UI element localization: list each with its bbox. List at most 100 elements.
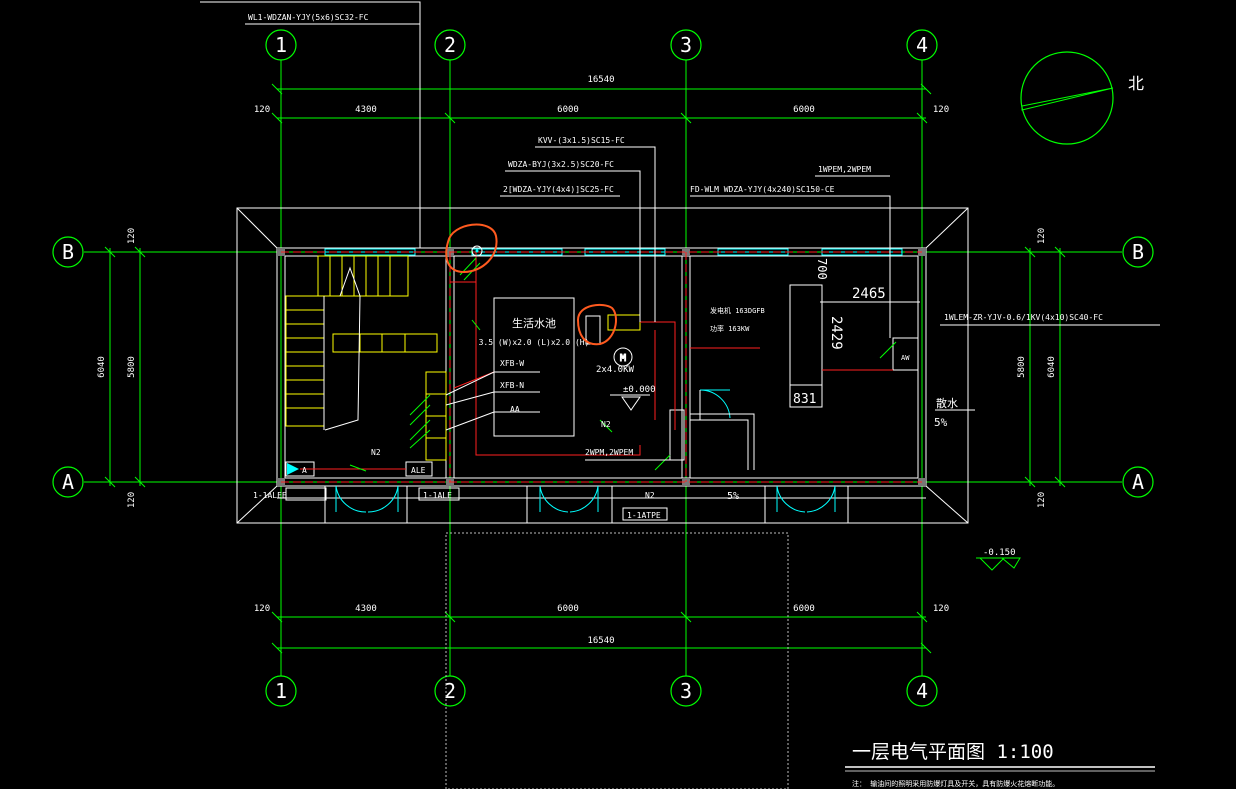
- dim-equip-small: 700: [815, 258, 829, 280]
- markup-circle-2: [576, 303, 617, 346]
- label-box-1atpe: 1-1ATPE: [627, 511, 661, 520]
- doors: [335, 389, 836, 513]
- dimension-lines: [104, 83, 1066, 654]
- drawing-note: 注： 输油间的照明采用防爆灯具及开关，具有防爆火花熔断功能。: [852, 779, 1059, 788]
- dim-left-top-offset: 120: [127, 228, 137, 244]
- label-n2-mid: N2: [601, 420, 611, 429]
- drawing-title: 一层电气平面图 1:100: [852, 741, 1054, 763]
- label-box-1ale: 1-1ALE: [423, 491, 452, 500]
- wall-centerlines: [281, 251, 922, 483]
- label-drain-slope: 5%: [934, 416, 948, 429]
- axis-labels: 1 2 3 4 1 2 3 4 B B A A: [62, 33, 1144, 703]
- valve-column: [425, 371, 447, 461]
- cable-top-feed: WL1-WDZAN-YJY(5x6)SC32-FC: [248, 13, 369, 22]
- pump: M: [585, 314, 650, 411]
- elevation-value: -0.150: [983, 548, 1016, 558]
- cable-wdza-yjy: 2[WDZA-YJY(4x4)]SC25-FC: [503, 185, 614, 194]
- dim-bay-2-top: 6000: [557, 105, 579, 115]
- dim-offset-bottom-right: 120: [933, 604, 949, 614]
- axis-label-b-right: B: [1132, 240, 1144, 264]
- label-gen-model: 发电机 163DGFB: [710, 306, 765, 315]
- axis-label-2-top: 2: [444, 33, 456, 57]
- north-compass: 北: [1020, 51, 1144, 145]
- dim-overall-top: 16540: [587, 75, 614, 85]
- markup-circle-1: [445, 223, 498, 274]
- tank-size: 3.5 (W)x2.0 (L)x2.0 (H): [479, 338, 590, 347]
- dim-equip-width: 2465: [852, 286, 886, 302]
- label-aa: AA: [510, 405, 520, 414]
- label-drain: 散水: [936, 396, 958, 410]
- axis-label-3-bottom: 3: [680, 679, 692, 703]
- cable-labels: WL1-WDZAN-YJY(5x6)SC32-FC KVV-(3x1.5)SC1…: [248, 13, 1103, 457]
- pump-motor-icon: [613, 347, 633, 367]
- elevation-mark: -0.150: [976, 548, 1021, 571]
- generator: [669, 284, 919, 470]
- drawing-title-block: 一层电气平面图 1:100 注： 输油间的照明采用防爆灯具及开关，具有防爆火花熔…: [845, 741, 1155, 788]
- cable-wlem: 1WLEM-ZR-YJV-0.6/1KV(4x10)SC40-FC: [944, 313, 1103, 322]
- room-labels: XFB-W XFB-N AA 2x4.0KW ±0.000 发电机 163DGF…: [253, 306, 958, 520]
- label-n2-bottom: N2: [645, 491, 655, 500]
- dim-right-top-offset: 120: [1037, 228, 1047, 244]
- dim-equip-depth: 2429: [828, 316, 844, 350]
- tank-name: 生活水池: [512, 316, 556, 330]
- leader-lines: [445, 371, 540, 431]
- cable-leaders: [200, 1, 1160, 461]
- staircase: [285, 255, 438, 427]
- label-panel-ale: ALE: [411, 466, 426, 475]
- cable-zwpm: 2WPM,2WPEM: [585, 448, 633, 457]
- dim-left-bottom-offset: 120: [127, 492, 137, 508]
- dim-bay-3-top: 6000: [793, 105, 815, 115]
- label-pump-power: 2x4.0KW: [596, 365, 635, 375]
- label-xfb-w: XFB-W: [500, 359, 524, 368]
- dim-right-inner: 5800: [1017, 356, 1027, 378]
- markup-annotations: [445, 223, 617, 346]
- label-n2-left: N2: [371, 448, 381, 457]
- dim-bay-1-bottom: 4300: [355, 604, 377, 614]
- label-panel-aw: AW: [901, 354, 910, 362]
- stair-lines: [323, 266, 361, 431]
- dim-left-outer: 6040: [97, 356, 107, 378]
- dim-right-outer: 6040: [1047, 356, 1057, 378]
- axis-label-1-top: 1: [275, 33, 287, 57]
- label-level: ±0.000: [623, 385, 656, 395]
- axis-label-4-bottom: 4: [916, 679, 928, 703]
- axis-label-1-bottom: 1: [275, 679, 287, 703]
- water-tank: 生活水池 3.5 (W)x2.0 (L)x2.0 (H): [479, 297, 590, 437]
- dim-offset-bottom-left: 120: [254, 604, 270, 614]
- cable-wpem: 1WPEM,2WPEM: [818, 165, 871, 174]
- equipment-dims: 2465 2429 700 831: [793, 258, 886, 407]
- svg-text:M: M: [620, 353, 626, 364]
- axis-label-a-right: A: [1132, 470, 1144, 494]
- dim-bay-2-bottom: 6000: [557, 604, 579, 614]
- cable-kvv: KVV-(3x1.5)SC15-FC: [538, 136, 625, 145]
- axis-label-b-left: B: [62, 240, 74, 264]
- label-box-1alee: 1-1ALEE: [253, 491, 287, 500]
- label-drain-slope-2: 5%: [727, 491, 739, 502]
- axis-label-a-left: A: [62, 470, 74, 494]
- label-panel-a: A: [302, 466, 307, 475]
- dim-bay-3-bottom: 6000: [793, 604, 815, 614]
- axis-label-4-top: 4: [916, 33, 928, 57]
- dimension-texts: 16540 120 4300 6000 6000 120 120 4300 60…: [97, 75, 1057, 646]
- axis-label-2-bottom: 2: [444, 679, 456, 703]
- outer-apron: [236, 207, 969, 524]
- outer-wall: [276, 247, 927, 487]
- dim-right-bottom-offset: 120: [1037, 492, 1047, 508]
- dim-offset-top-right: 120: [933, 105, 949, 115]
- cable-fd-wlm: FD-WLM WDZA-YJY(4x240)SC150-CE: [690, 185, 835, 194]
- panel-a-fill-icon: [287, 463, 299, 475]
- compass-icon: [1020, 51, 1114, 145]
- axis-bubbles: [52, 29, 1154, 707]
- dim-equip-base: 831: [793, 392, 816, 407]
- dim-overall-bottom: 16540: [587, 636, 614, 646]
- label-gen-power: 功率 163KW: [710, 324, 750, 333]
- dim-bay-1-top: 4300: [355, 105, 377, 115]
- axis-label-3-top: 3: [680, 33, 692, 57]
- dim-left-inner: 5800: [127, 356, 137, 378]
- cable-wdza-byj: WDZA-BYJ(3x2.5)SC20-FC: [508, 160, 614, 169]
- panels: [285, 461, 668, 521]
- dim-offset-top-left: 120: [254, 105, 270, 115]
- compass-north-label: 北: [1128, 74, 1144, 93]
- label-xfb-n: XFB-N: [500, 381, 524, 390]
